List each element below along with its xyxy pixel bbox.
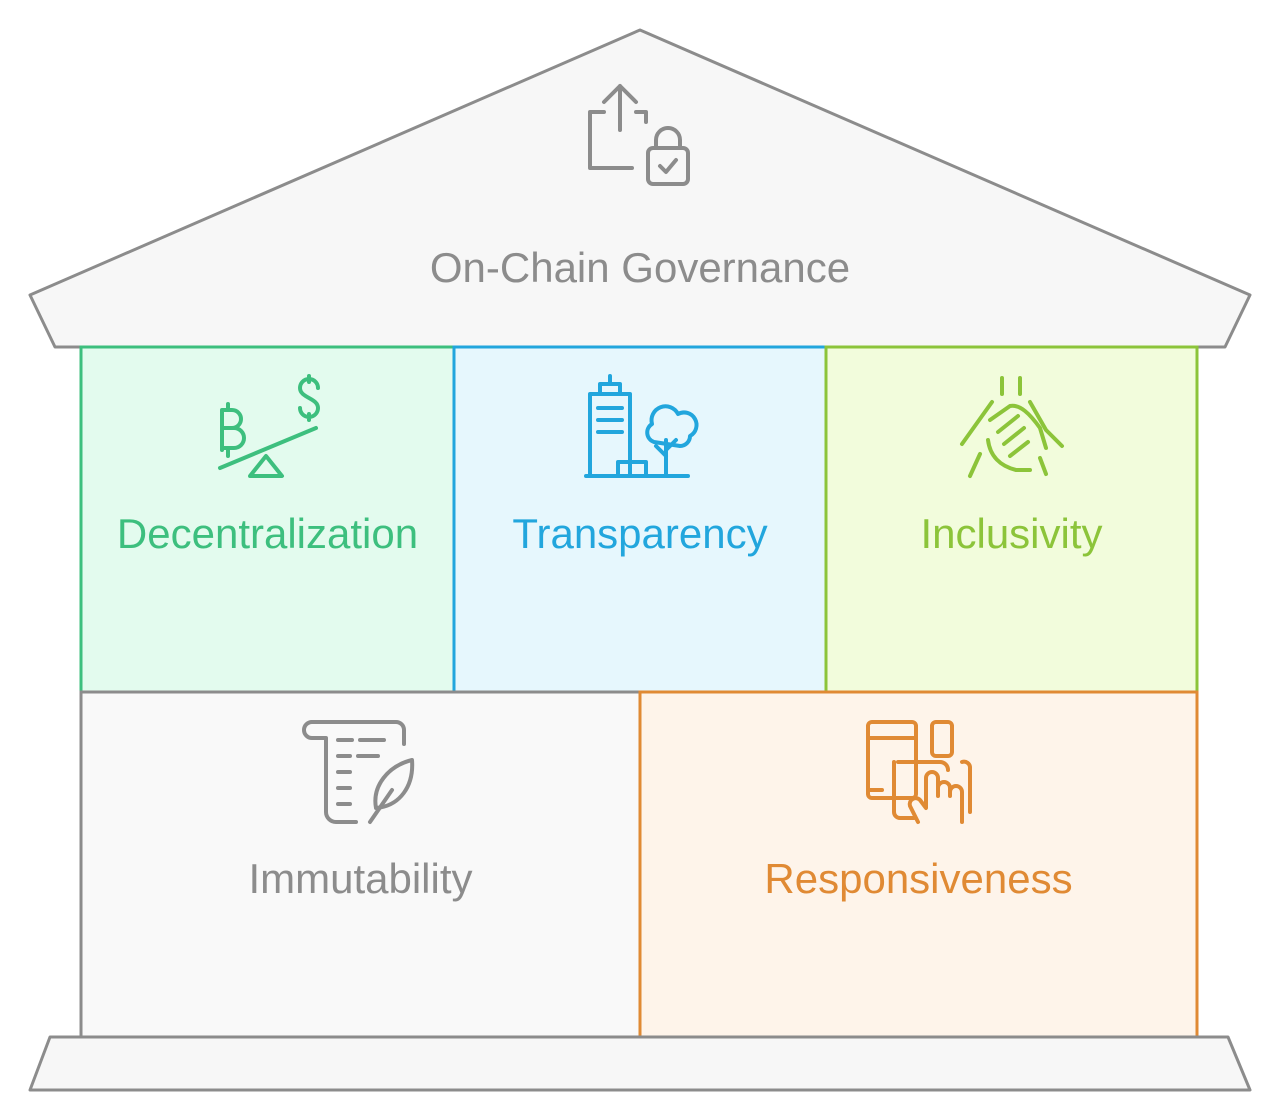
building-tree-icon bbox=[584, 374, 699, 478]
pillar-immutability-box bbox=[79, 690, 642, 1039]
pillar-label-inclusivity: Inclusivity bbox=[920, 510, 1103, 557]
share-lock-icon bbox=[588, 84, 690, 186]
pillar-label-decentralization: Decentralization bbox=[116, 510, 419, 557]
pillar-responsiveness-box bbox=[638, 690, 1199, 1039]
pillar-transparency-box bbox=[452, 345, 828, 694]
roof-title: On-Chain Governance bbox=[429, 244, 851, 291]
roof-shape bbox=[28, 28, 1252, 349]
pillar-decentralization-box bbox=[79, 345, 456, 694]
pillar-label-immutability: Immutability bbox=[248, 855, 473, 902]
base-shape bbox=[28, 1035, 1252, 1092]
scroll-quill-icon bbox=[302, 720, 415, 824]
pillar-label-transparency: Transparency bbox=[512, 510, 768, 557]
pillar-label-responsiveness: Responsiveness bbox=[764, 855, 1073, 902]
seesaw-currency-icon bbox=[218, 374, 320, 478]
devices-touch-icon bbox=[866, 720, 972, 824]
joined-hands-icon bbox=[960, 376, 1064, 478]
